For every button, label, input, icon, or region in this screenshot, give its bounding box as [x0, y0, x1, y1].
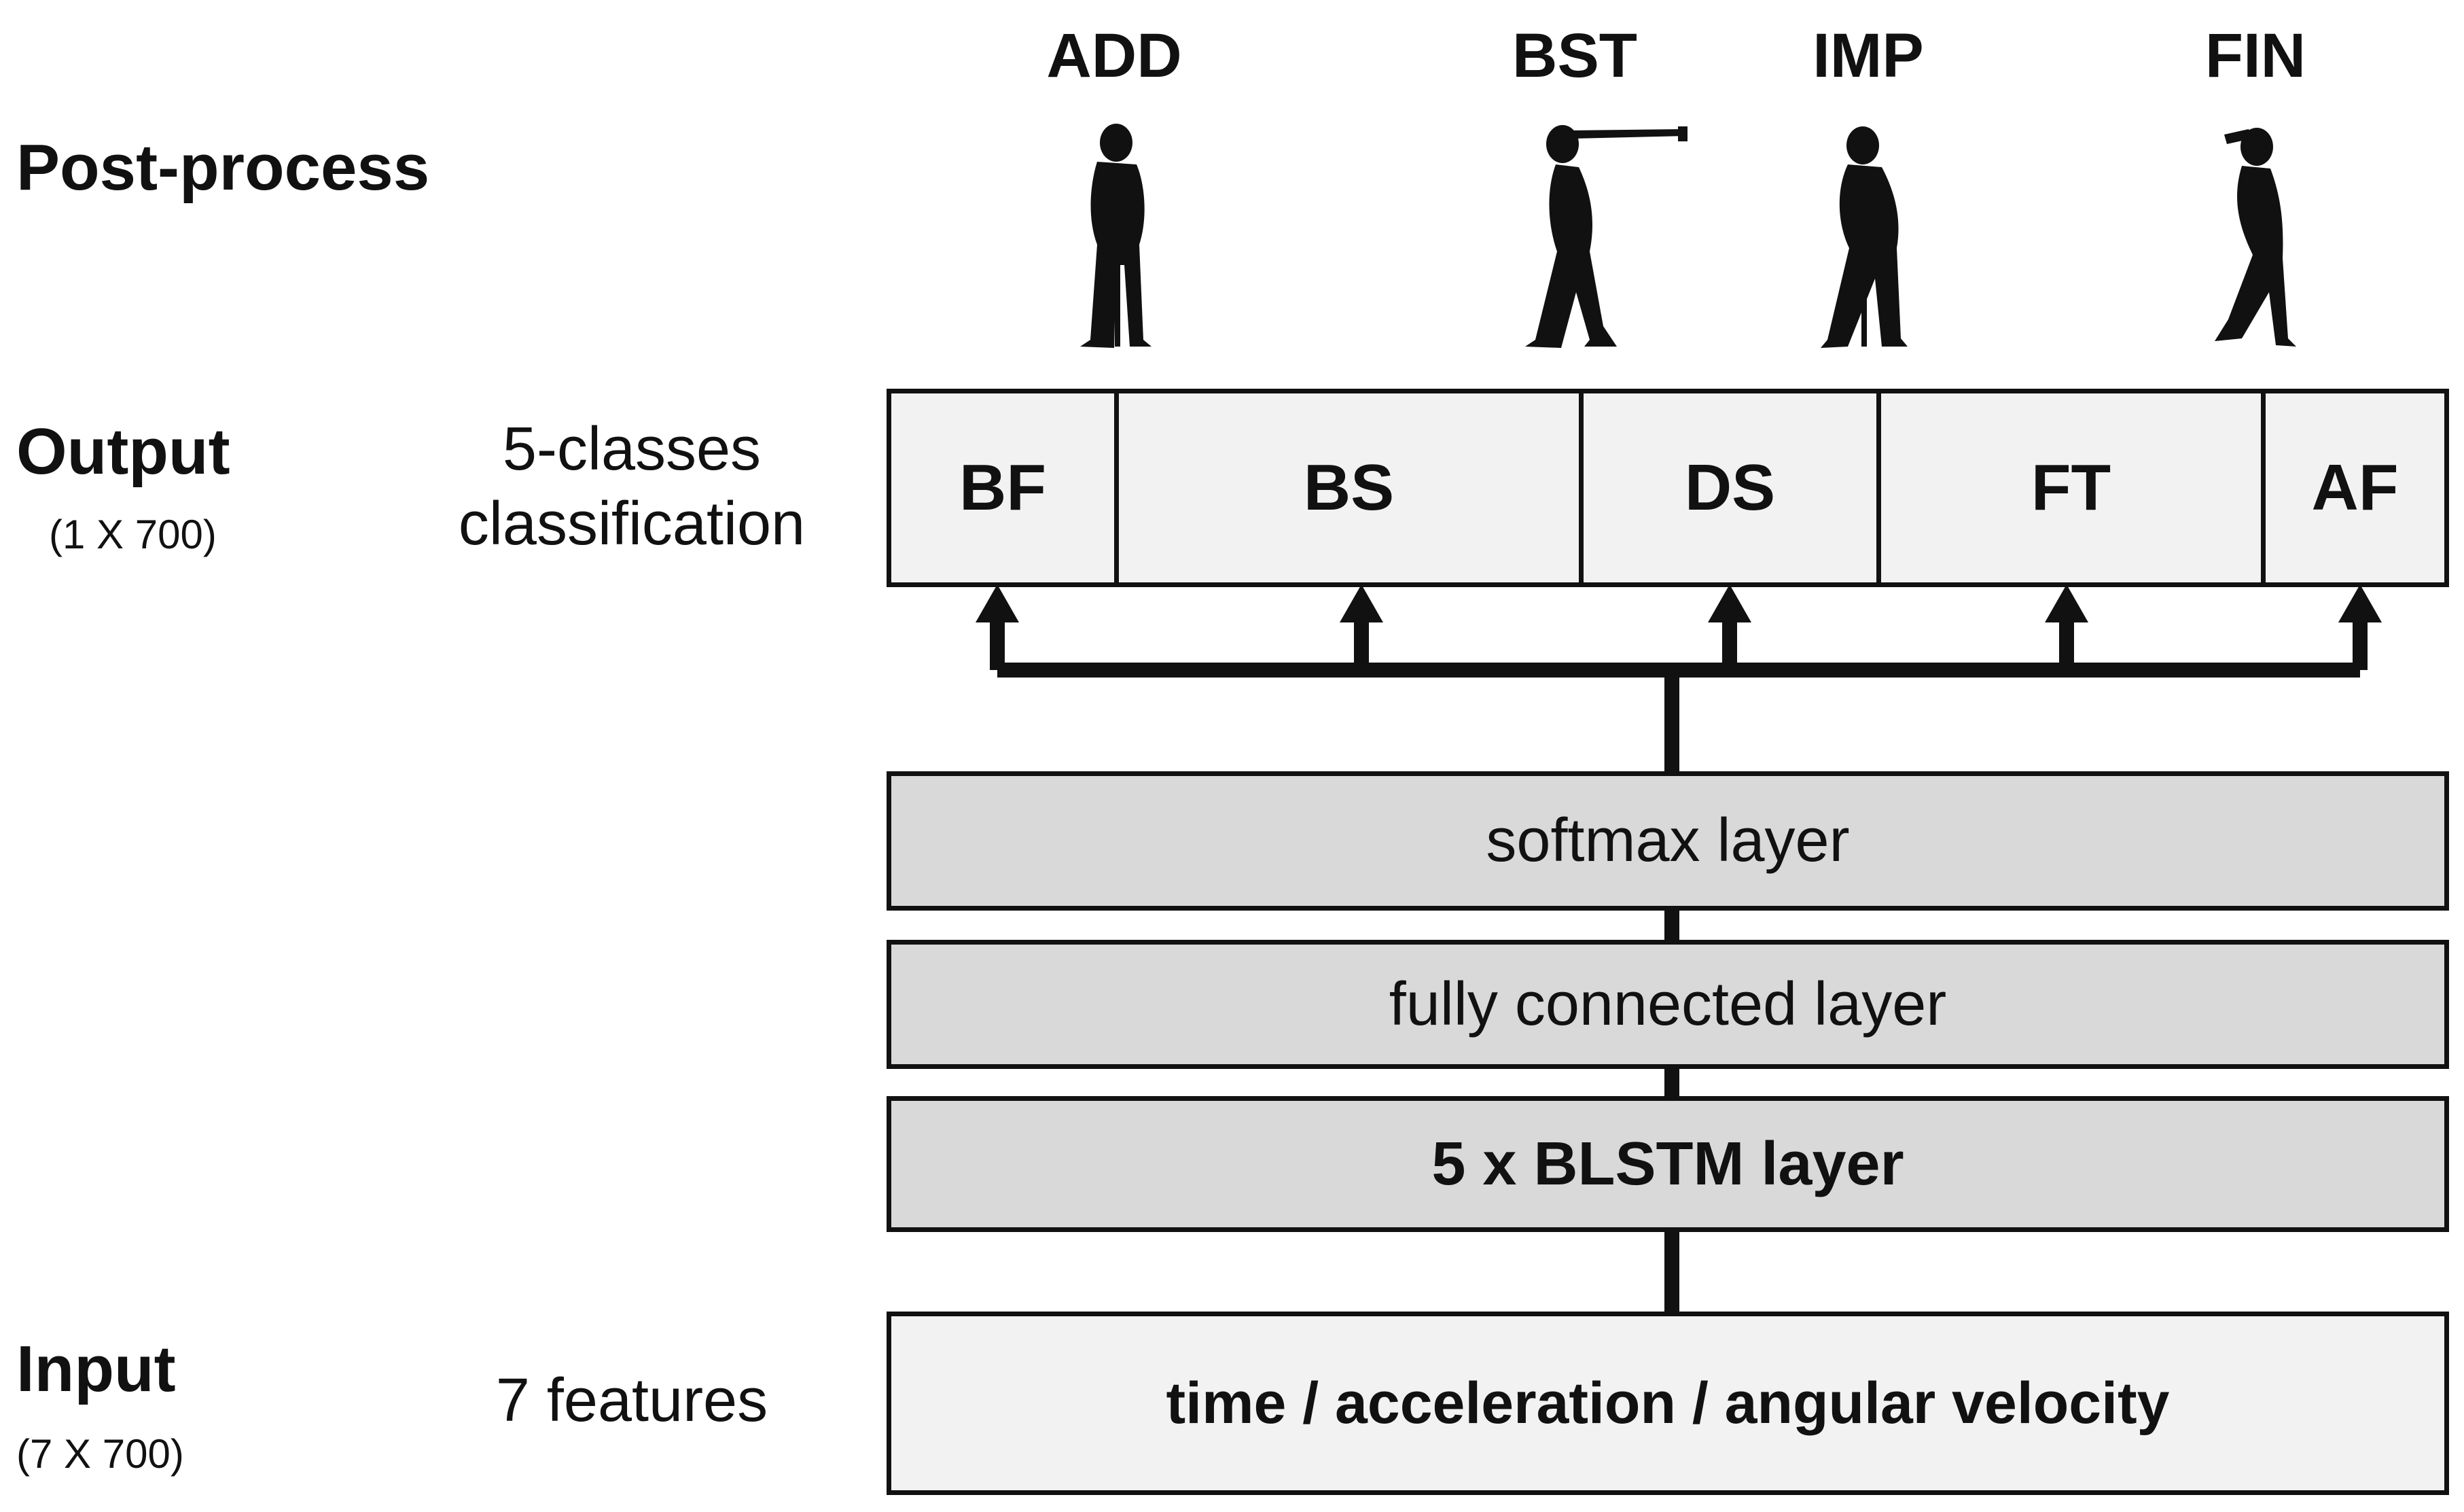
phase-add-label: ADD [1046, 21, 1182, 90]
input-description: 7 features [495, 1367, 768, 1435]
phase-imp-label: IMP [1813, 21, 1924, 90]
arrow-af-icon [2338, 584, 2382, 622]
output-class-strip: BF BS DS FT AF [887, 389, 2449, 587]
input-dimension: (7 X 700) [16, 1431, 184, 1477]
class-af: AF [2261, 393, 2444, 582]
phase-fin-label: FIN [2204, 21, 2306, 90]
output-description-line1: 5-classes [502, 415, 762, 483]
golfer-impact-icon [1821, 126, 1908, 348]
softmax-layer-label: softmax layer [1486, 807, 1850, 875]
output-label: Output [16, 415, 230, 488]
postprocess-label: Post-process [16, 131, 430, 204]
arrow-ds-icon [1708, 584, 1751, 622]
output-description-line2: classification [458, 490, 806, 558]
input-features-box: time / acceleration / angular velocity [887, 1312, 2449, 1495]
output-dimension: (1 X 700) [49, 512, 217, 557]
class-bs: BS [1114, 393, 1579, 582]
arrow-bf-icon [976, 584, 1019, 622]
fully-connected-layer: fully connected layer [887, 940, 2449, 1069]
arrow-ft-icon [2045, 584, 2088, 622]
phase-bst-label: BST [1512, 21, 1637, 90]
arrow-bs-icon [1340, 584, 1383, 622]
golfer-finish-icon [2215, 128, 2296, 347]
golfer-backswing-icon [1525, 125, 1688, 348]
class-ds: DS [1579, 393, 1876, 582]
input-label: Input [16, 1333, 176, 1405]
class-bf: BF [959, 451, 1046, 524]
blstm-layer-label: 5 x BLSTM layer [1431, 1129, 1904, 1198]
fully-connected-layer-label: fully connected layer [1389, 970, 1947, 1038]
class-ft: FT [1876, 393, 2261, 582]
softmax-layer: softmax layer [887, 771, 2449, 911]
input-features-label: time / acceleration / angular velocity [1166, 1370, 2170, 1436]
blstm-layer: 5 x BLSTM layer [887, 1096, 2449, 1232]
golfer-address-icon [1080, 124, 1151, 348]
